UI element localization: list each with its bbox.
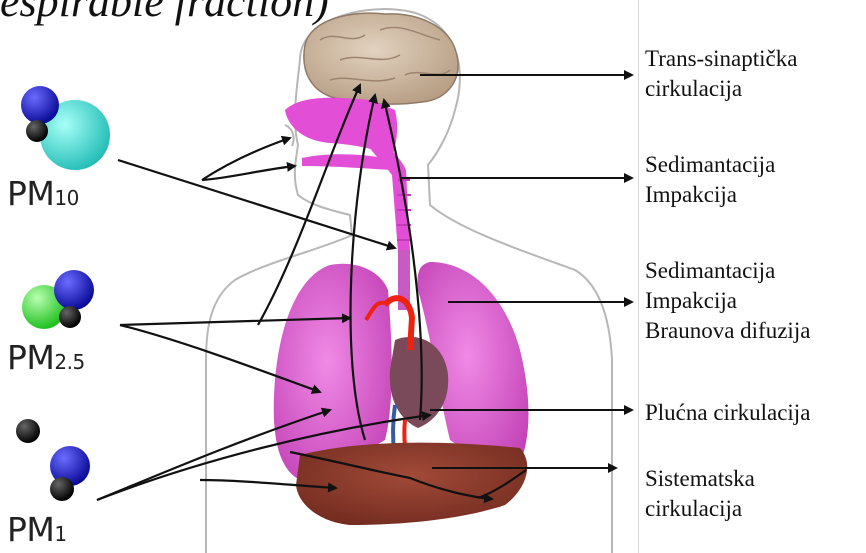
label-systemic: Sistematska cirkulacija	[645, 464, 755, 524]
right-separator	[638, 0, 639, 553]
label-pulmonary: Plućna cirkulacija	[645, 398, 810, 428]
pm1-label: PM1	[7, 510, 67, 549]
pm1-particle	[16, 419, 90, 501]
label-trans-synaptic: Trans-sinaptička cirkulacija	[645, 44, 797, 104]
brain	[304, 13, 458, 104]
label-lungs: Sedimantacija Impakcija Braunova difuzij…	[645, 256, 810, 346]
pm25-particle	[22, 270, 94, 329]
pm10-particle	[21, 86, 110, 170]
liver	[296, 443, 527, 525]
pm10-label: PM10	[7, 174, 79, 213]
pm25-label: PM2.5	[7, 338, 85, 377]
label-upper-airway: Sedimantacija Impakcija	[645, 150, 775, 210]
